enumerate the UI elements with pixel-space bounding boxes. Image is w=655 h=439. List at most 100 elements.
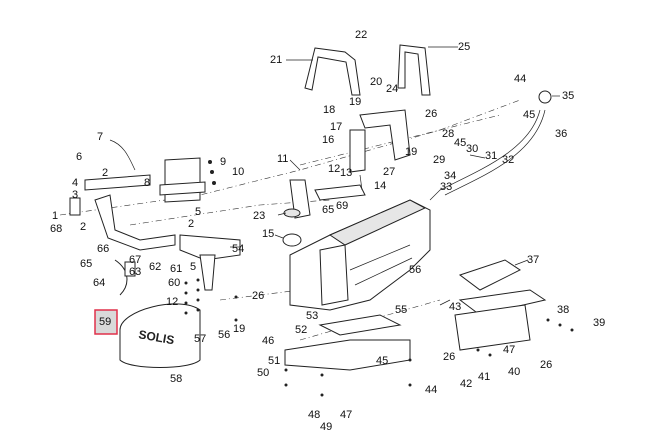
- bracket-11: [289, 179, 311, 219]
- callout-23: 23: [253, 210, 265, 222]
- callout-8: 8: [144, 177, 150, 189]
- callout-66: 66: [97, 243, 109, 255]
- callout-19: 19: [233, 323, 245, 335]
- callout-26: 26: [443, 351, 455, 363]
- bracket-37: [458, 259, 521, 291]
- callout-51: 51: [268, 355, 280, 367]
- callout-19: 19: [349, 96, 361, 108]
- callout-63: 63: [129, 266, 141, 278]
- callout-26: 26: [252, 290, 264, 302]
- callout-37: 37: [527, 254, 539, 266]
- callout-56: 56: [409, 264, 421, 276]
- callout-44: 44: [514, 73, 526, 85]
- cap-and-pump: [282, 208, 302, 247]
- bracket-1: [69, 197, 81, 216]
- sender-16: [349, 129, 366, 173]
- highlighted-callout-box[interactable]: [94, 309, 118, 335]
- callout-32: 32: [502, 154, 514, 166]
- callout-64: 64: [93, 277, 105, 289]
- callout-67: 67: [129, 254, 141, 266]
- callout-47: 47: [503, 344, 515, 356]
- callout-52: 52: [295, 324, 307, 336]
- callout-33: 33: [440, 181, 452, 193]
- callout-48: 48: [308, 409, 320, 421]
- callout-58: 58: [170, 373, 182, 385]
- hose-64: [114, 259, 128, 296]
- fuel-pipe-lower: [94, 194, 176, 251]
- callout-62: 62: [149, 261, 161, 273]
- callout-40: 40: [508, 366, 520, 378]
- fuel-tank-53: [289, 199, 431, 311]
- callout-43: 43: [449, 301, 461, 313]
- callout-35: 35: [562, 90, 574, 102]
- callout-69: 69: [336, 200, 348, 212]
- callout-leaders: [230, 46, 560, 306]
- callout-20: 20: [370, 76, 382, 88]
- callout-17: 17: [330, 121, 342, 133]
- callout-59: 59: [99, 316, 111, 328]
- callout-1: 1: [52, 210, 58, 222]
- strap-25: [397, 44, 431, 96]
- callout-24: 24: [386, 83, 398, 95]
- cap-23: [283, 208, 301, 218]
- callout-19: 19: [405, 146, 417, 158]
- callout-16: 16: [322, 134, 334, 146]
- tank-straps: [304, 44, 431, 96]
- filter-63: [124, 261, 136, 277]
- callout-14: 14: [374, 180, 386, 192]
- callout-46: 46: [262, 335, 274, 347]
- callout-18: 18: [323, 104, 335, 116]
- callout-30: 30: [466, 143, 478, 155]
- callout-36: 36: [555, 128, 567, 140]
- callout-53: 53: [306, 310, 318, 322]
- bracket-27: [359, 109, 411, 161]
- callout-60: 60: [168, 277, 180, 289]
- callout-4: 4: [72, 177, 78, 189]
- pump-15: [282, 233, 302, 247]
- callout-65: 65: [322, 204, 334, 216]
- breather-hose-7: [109, 139, 136, 171]
- center-brackets: [289, 109, 411, 219]
- callout-55: 55: [395, 304, 407, 316]
- callout-5: 5: [195, 206, 201, 218]
- callout-2: 2: [188, 218, 194, 230]
- strap-21: [304, 47, 361, 96]
- callout-42: 42: [460, 378, 472, 390]
- callout-54: 54: [232, 243, 244, 255]
- callout-15: 15: [262, 228, 274, 240]
- side-cover-58: SOLIS: [119, 303, 201, 368]
- callout-49: 49: [320, 421, 332, 433]
- callout-11: 11: [277, 153, 288, 165]
- tray-bracket-54: [179, 234, 241, 291]
- callout-28: 28: [442, 128, 454, 140]
- callout-57: 57: [194, 333, 206, 345]
- callout-10: 10: [232, 166, 244, 178]
- callout-2: 2: [102, 167, 108, 179]
- callout-12: 12: [166, 296, 178, 308]
- callout-25: 25: [458, 41, 470, 53]
- callout-12: 12: [328, 163, 340, 175]
- callout-45: 45: [454, 137, 466, 149]
- tank-bracket-plates: [284, 259, 547, 371]
- callout-27: 27: [383, 166, 395, 178]
- callout-29: 29: [433, 154, 445, 166]
- callout-34: 34: [444, 170, 456, 182]
- callout-labels: 1 2 2 2 3 4 5 5 6 7 8 9 10 11 12 12 13 1…: [50, 29, 605, 433]
- callout-21: 21: [270, 54, 282, 66]
- callout-65: 65: [80, 258, 92, 270]
- callout-31: 31: [485, 150, 497, 162]
- callout-13: 13: [340, 167, 352, 179]
- callout-50: 50: [257, 367, 269, 379]
- filler-35: [538, 90, 552, 104]
- plate-52: [284, 339, 411, 371]
- callout-9: 9: [220, 156, 226, 168]
- bracket-8: [159, 157, 216, 203]
- callout-7: 7: [97, 131, 103, 143]
- callout-38: 38: [557, 304, 569, 316]
- bracket-14: [314, 184, 366, 201]
- callout-44: 44: [425, 384, 437, 396]
- callout-47: 47: [340, 409, 352, 421]
- callout-41: 41: [478, 371, 490, 383]
